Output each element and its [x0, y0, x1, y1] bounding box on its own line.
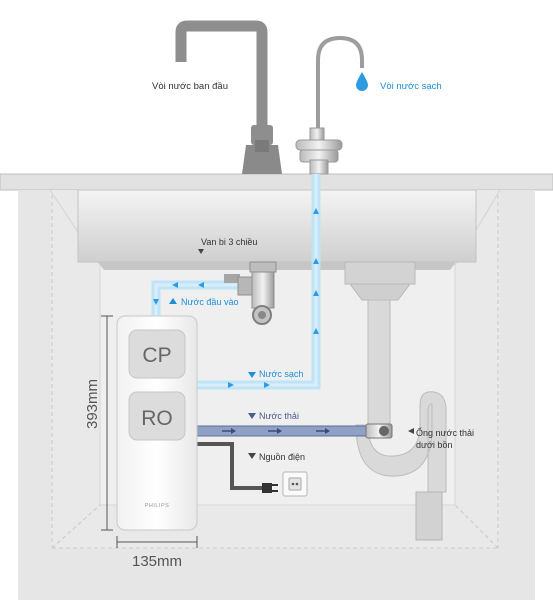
inlet-water-label: Nước đầu vào [169, 297, 238, 307]
waste-flow-arrows [222, 428, 330, 434]
svg-text:Vòi nước ban đầu: Vòi nước ban đầu [152, 81, 228, 92]
three-way-valve [198, 249, 277, 325]
svg-text:Nguồn điện: Nguồn điện [259, 452, 305, 462]
svg-text:393mm: 393mm [84, 379, 101, 429]
svg-text:135mm: 135mm [132, 553, 182, 570]
inlet-flow-arrows [153, 282, 204, 305]
three-way-valve-label: Van bi 3 chiều [201, 237, 257, 247]
inlet-water-line [151, 280, 240, 316]
svg-text:Nước sạch: Nước sạch [259, 369, 303, 379]
waste-water-label: Nước thải [248, 411, 299, 421]
svg-text:Vòi nước sạch: Vòi nước sạch [380, 81, 442, 92]
width-dimension: 135mm [116, 536, 198, 570]
power-socket-icon [282, 471, 308, 497]
countertop [0, 173, 553, 191]
original-faucet-label: Vòi nước ban đầu [152, 81, 228, 92]
power-source-label: Nguồn điện [248, 452, 305, 462]
water-drop-icon [356, 72, 368, 91]
filter-ro-label: RO [141, 407, 173, 430]
brand-logo: PHILIPS [145, 503, 170, 509]
filter-unit [116, 315, 198, 531]
drain-pipe-label: Ống nước thải dưới bồn [408, 427, 474, 450]
svg-text:Ống nước thải: Ống nước thải [416, 427, 474, 438]
svg-text:CP: CP [142, 344, 171, 367]
svg-text:RO: RO [141, 407, 173, 430]
drain-pipe [344, 261, 447, 541]
svg-text:dưới bồn: dưới bồn [416, 440, 452, 450]
clean-flow-arrows [228, 208, 319, 388]
svg-text:Nước đầu vào: Nước đầu vào [181, 297, 238, 307]
svg-text:PHILIPS: PHILIPS [145, 503, 170, 509]
sink-basin [77, 189, 477, 270]
svg-text:Van bi 3 chiều: Van bi 3 chiều [201, 237, 257, 247]
filter-cp-label: CP [142, 344, 171, 367]
height-dimension: 393mm [84, 315, 113, 531]
original-faucet [175, 20, 282, 174]
clean-faucet [295, 35, 364, 175]
clean-water-label: Nước sạch [248, 369, 303, 379]
waste-water-line [187, 423, 393, 439]
power-cable [188, 442, 278, 493]
svg-text:Nước thải: Nước thải [259, 411, 299, 421]
clean-faucet-label: Vòi nước sạch [380, 81, 442, 92]
